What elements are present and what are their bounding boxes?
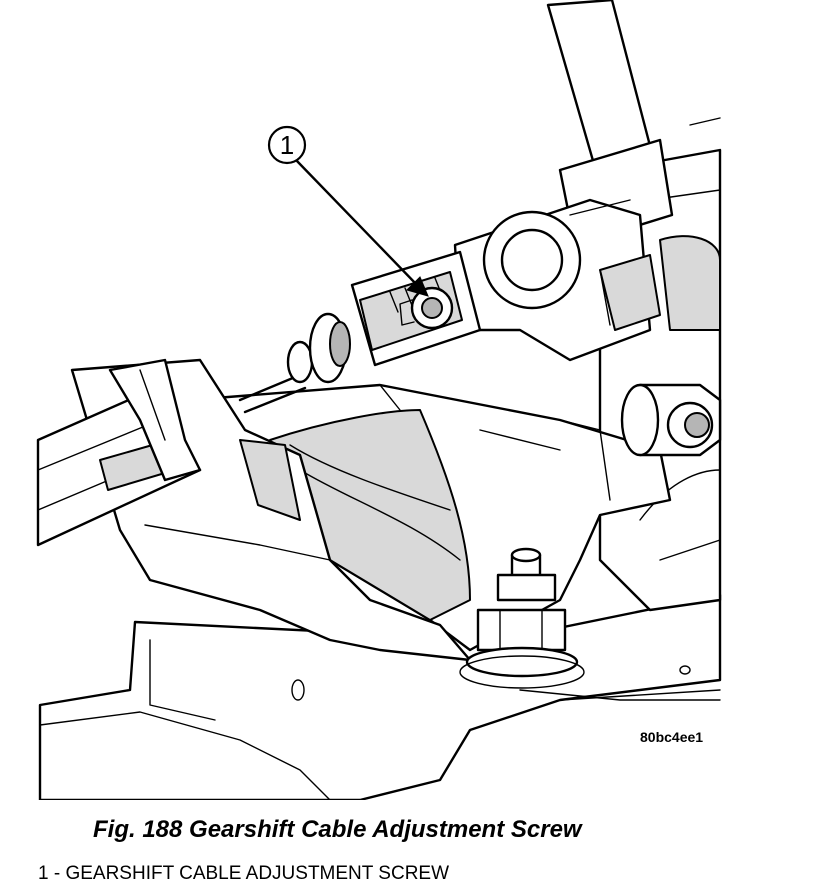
mounting-stud [459,547,585,689]
lever-bracket [453,198,661,362]
adjustment-block [350,250,482,367]
cable-rod [238,312,351,414]
callout-number: 1 [280,130,294,160]
cable-clip [108,358,202,482]
legend-item: 1 - GEARSHIFT CABLE ADJUSTMENT SCREW [38,863,450,884]
figure-caption: Fig. 188 Gearshift Cable Adjustment Scre… [93,816,582,843]
gearshift-cable-diagram: 1 80bc4ee1 [36,0,722,800]
isolator-bushing [620,383,722,457]
callout-leader [294,158,429,297]
figure-id: 80bc4ee1 [640,729,703,745]
callout-bubble: 1 [267,125,307,165]
